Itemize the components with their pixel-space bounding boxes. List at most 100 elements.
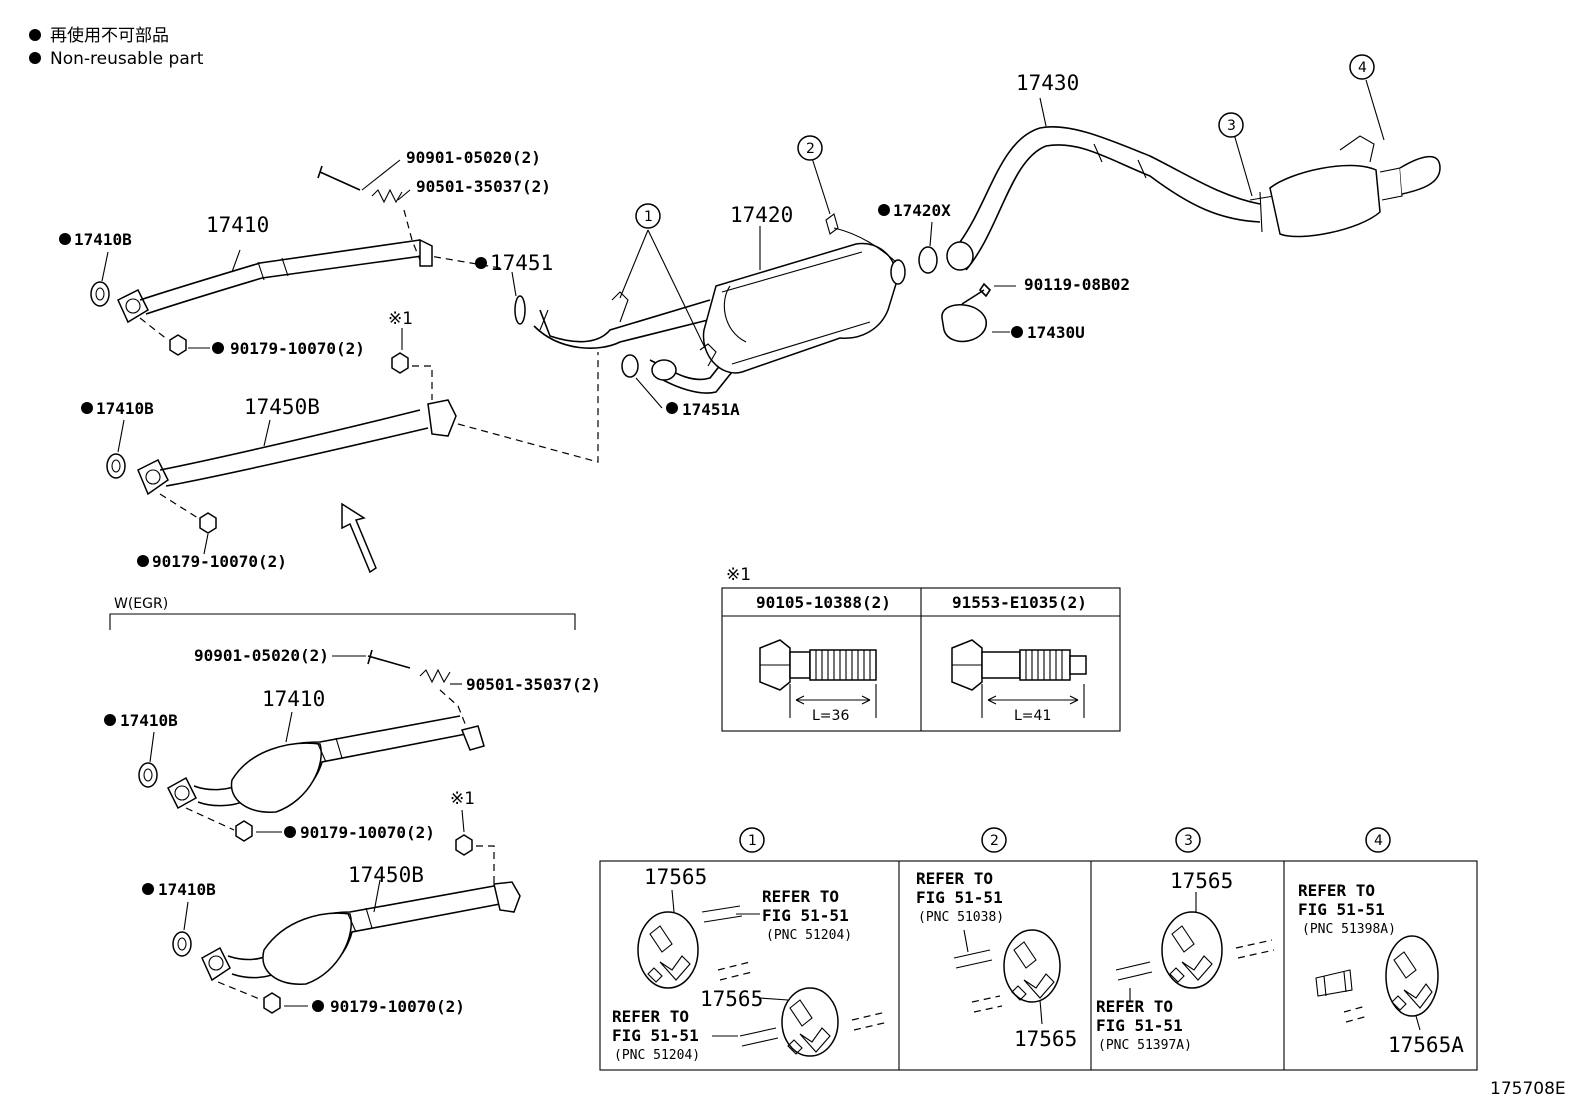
label-17430: 17430 [1016, 71, 1079, 95]
gasket-17420X-icon [918, 246, 938, 274]
front-direction-arrow-icon [341, 502, 377, 574]
front-pipe-17410 [139, 239, 421, 301]
label-17450B: 17450B [244, 395, 320, 419]
svg-text:FIG 51-51: FIG 51-51 [1096, 1016, 1183, 1035]
detail2-part: 17565 [1014, 1027, 1077, 1051]
hanger-bracket-icon [1339, 135, 1375, 163]
detail-panel-3: 17565 REFER TO FIG 51-51 (PNC 51397A) [1096, 869, 1275, 1053]
label-17430U: 17430U [1027, 323, 1085, 342]
hanger-clip-icon [611, 291, 629, 323]
flange-icon [201, 946, 231, 982]
pipe-17450B [159, 409, 421, 471]
legend-jp: 再使用不可部品 [50, 25, 169, 46]
label-17420: 17420 [730, 203, 793, 227]
label-17410B: 17410B [96, 399, 154, 418]
detail-callout-2 [981, 827, 1007, 853]
gasket-17410B-icon [90, 281, 110, 307]
bolt-table-col1-part: 90105-10388(2) [756, 593, 891, 612]
detail-panel-1: 17565 REFER TO FIG 51-51 (PNC 51204) 175… [612, 865, 889, 1063]
legend: 再使用不可部品 Non-reusable part [29, 25, 204, 69]
label-17410B: 17410B [74, 230, 132, 249]
pipe-17450B-group: 17410B 17450B 90179-10070(2) [81, 352, 599, 574]
label-90179: 90179-10070(2) [300, 823, 435, 842]
detail-panel-4: REFER TO FIG 51-51 (PNC 51398A) 17565A [1298, 881, 1464, 1057]
gasket-17410B-icon [138, 762, 158, 788]
svg-text:(PNC 51038): (PNC 51038) [918, 910, 1004, 925]
nut-90179-icon [235, 820, 253, 842]
label-17410: 17410 [206, 213, 269, 237]
tail-pipe-17430-group: 17420X 17430 3 4 90119-08B02 17430U [878, 54, 1441, 343]
label-17410: 17410 [262, 687, 325, 711]
flange-icon [137, 458, 169, 496]
bolt-table: ※1 90105-10388(2) 91553-E1035(2) L=36 [721, 565, 1121, 732]
label-90901: 90901-05020(2) [406, 148, 541, 167]
clamp-17430U-icon [941, 304, 987, 343]
rubber-hanger-17565-icon [637, 911, 699, 989]
detail4-part: 17565A [1388, 1033, 1464, 1057]
callout-2 [797, 135, 823, 161]
gasket-17451-icon [514, 295, 526, 325]
front-pipe-17410-group: 17410B 17410 90901-05020(2) 90501-35037(… [59, 148, 551, 400]
bolt-note1-icon [455, 834, 473, 856]
label-17451A: 17451A [682, 400, 740, 419]
label-egr: W(EGR) [114, 596, 168, 612]
detail-callout-1 [739, 827, 765, 853]
label-17410B: 17410B [120, 711, 178, 730]
svg-text:4: 4 [1374, 833, 1383, 849]
svg-text:REFER TO: REFER TO [612, 1007, 689, 1026]
svg-text:REFER TO: REFER TO [1096, 997, 1173, 1016]
svg-text:1: 1 [644, 209, 653, 225]
detail1-part-a: 17565 [644, 865, 707, 889]
catalytic-converter-17450B [262, 912, 352, 985]
svg-text:3: 3 [1184, 833, 1193, 849]
svg-text:REFER TO: REFER TO [762, 887, 839, 906]
diagram-id: 175708E [1490, 1079, 1566, 1099]
svg-text:REFER TO: REFER TO [916, 869, 993, 888]
spring-90501-icon [371, 188, 403, 204]
detail-callout-3 [1175, 827, 1201, 853]
catalytic-converter-17410 [230, 742, 322, 813]
inlet-pipe [539, 299, 711, 343]
label-90179: 90179-10070(2) [330, 997, 465, 1016]
label-note1: ※1 [388, 309, 413, 329]
svg-text:(PNC 51204): (PNC 51204) [766, 928, 852, 943]
svg-text:2: 2 [990, 833, 999, 849]
svg-text:FIG 51-51: FIG 51-51 [762, 906, 849, 925]
bolt-91553-icon [951, 639, 1087, 718]
nut-90179-icon [199, 512, 217, 534]
label-17450B: 17450B [348, 863, 424, 887]
label-17410B: 17410B [158, 880, 216, 899]
svg-text:(PNC 51204): (PNC 51204) [614, 1048, 700, 1063]
label-90179: 90179-10070(2) [230, 339, 365, 358]
svg-text:FIG 51-51: FIG 51-51 [916, 888, 1003, 907]
svg-text:1: 1 [748, 833, 757, 849]
label-note1: ※1 [450, 789, 475, 809]
spring-90501-icon [419, 668, 451, 684]
bolt-table-mark: ※1 [726, 565, 751, 585]
svg-text:2: 2 [806, 141, 815, 157]
flange-icon [117, 288, 149, 324]
egr-variant-group: W(EGR) 17410B 90901-05020(2) 90501-35037… [104, 596, 601, 1016]
svg-text:(PNC 51397A): (PNC 51397A) [1098, 1038, 1192, 1053]
label-17420X: 17420X [893, 201, 951, 220]
bolt-table-col1-length: L=36 [812, 708, 849, 724]
nut-90179-icon [263, 992, 281, 1014]
gasket-17410B-icon [106, 453, 126, 479]
bolt-table-col2-length: L=41 [1014, 708, 1051, 724]
bolt-note1-icon [391, 352, 409, 374]
callout-4 [1349, 54, 1375, 80]
bullet-icon [29, 29, 41, 41]
tail-muffler [1269, 164, 1381, 238]
label-90501: 90501-35037(2) [466, 675, 601, 694]
detail-callout-4 [1365, 827, 1391, 853]
muffler-17420-group: 17451 17451A 1 17420 2 [429, 135, 906, 419]
label-90501: 90501-35037(2) [416, 177, 551, 196]
flange-icon [167, 776, 197, 810]
rubber-hanger-17565-icon [1003, 929, 1061, 1003]
rubber-hanger-17565-icon [781, 987, 839, 1057]
tail-pipe-17430 [959, 126, 1261, 243]
label-90179: 90179-10070(2) [152, 552, 287, 571]
label-90901: 90901-05020(2) [194, 646, 329, 665]
bolt-90901-icon [367, 649, 411, 669]
